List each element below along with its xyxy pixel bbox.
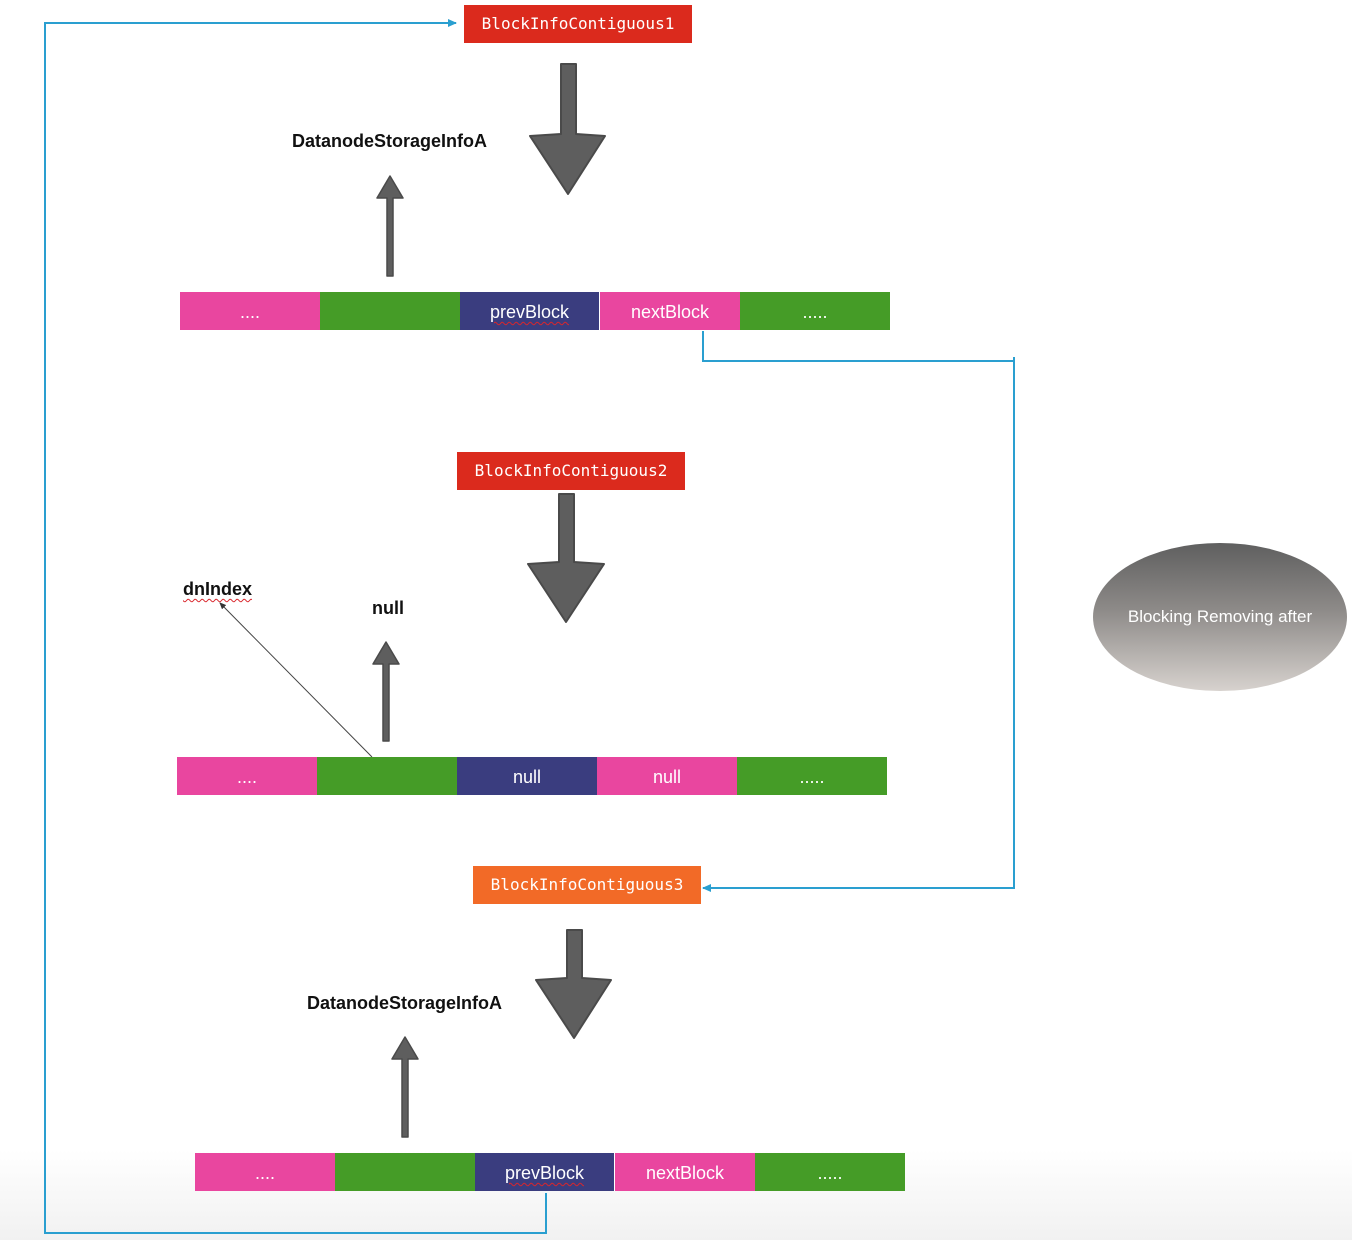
block-info-contiguous-3: BlockInfoContiguous3: [473, 866, 701, 904]
storage-info-heading-bottom: DatanodeStorageInfoA: [307, 993, 503, 1013]
next-link-connector: [702, 331, 1015, 892]
up-arrow-icon: [372, 641, 400, 742]
triplet-cell: ....: [177, 757, 317, 795]
next-block-cell: null: [597, 757, 737, 795]
storage-info-heading-top: DatanodeStorageInfoA: [292, 131, 488, 151]
triplet-cell: ....: [180, 292, 320, 330]
null-label: null: [372, 598, 404, 618]
triplets-row-1: .... prevBlock nextBlock .....: [180, 292, 890, 330]
blocking-removing-note: Blocking Removing after: [1093, 543, 1347, 691]
triplet-cell: ....: [195, 1153, 335, 1191]
triplet-cell: .....: [740, 292, 890, 330]
block-info-contiguous-1: BlockInfoContiguous1: [464, 5, 692, 43]
down-arrow-icon: [535, 929, 612, 1039]
dnindex-pointer: [219, 602, 373, 758]
up-arrow-icon: [376, 175, 404, 277]
prev-block-cell: prevBlock: [475, 1153, 615, 1191]
next-block-cell: nextBlock: [615, 1153, 755, 1191]
next-block-cell: nextBlock: [600, 292, 740, 330]
triplet-cell: .....: [755, 1153, 905, 1191]
triplet-cell: .....: [737, 757, 887, 795]
down-arrow-icon: [527, 493, 605, 623]
triplets-row-3: .... prevBlock nextBlock .....: [195, 1153, 905, 1191]
datanode-cell: [335, 1153, 475, 1191]
prev-block-cell: null: [457, 757, 597, 795]
prev-block-cell: prevBlock: [460, 292, 600, 330]
block-info-contiguous-2: BlockInfoContiguous2: [457, 452, 685, 490]
datanode-cell: [317, 757, 457, 795]
up-arrow-icon: [391, 1036, 419, 1138]
dnindex-label: dnIndex: [183, 579, 253, 599]
down-arrow-icon: [529, 63, 606, 195]
datanode-cell: [320, 292, 460, 330]
triplets-row-2: .... null null .....: [177, 757, 887, 795]
prev-link-connector: [44, 19, 547, 1234]
